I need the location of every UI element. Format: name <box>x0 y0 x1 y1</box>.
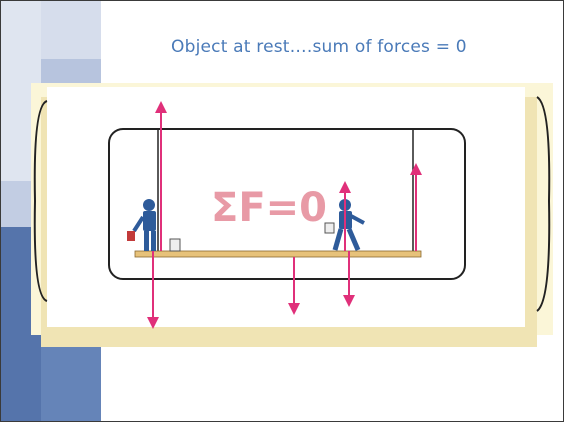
equation-label: ΣF=0 <box>211 185 327 231</box>
scaffold-plank <box>134 250 422 258</box>
painter-right <box>324 199 365 251</box>
illustration-panel-inner <box>47 87 525 327</box>
frame-box <box>108 128 466 280</box>
slide-title: Object at rest….sum of forces = 0 <box>171 37 467 57</box>
left-bracket <box>33 100 48 302</box>
right-bracket <box>536 96 551 312</box>
paint-bucket <box>169 238 181 252</box>
painter-left <box>127 199 156 251</box>
